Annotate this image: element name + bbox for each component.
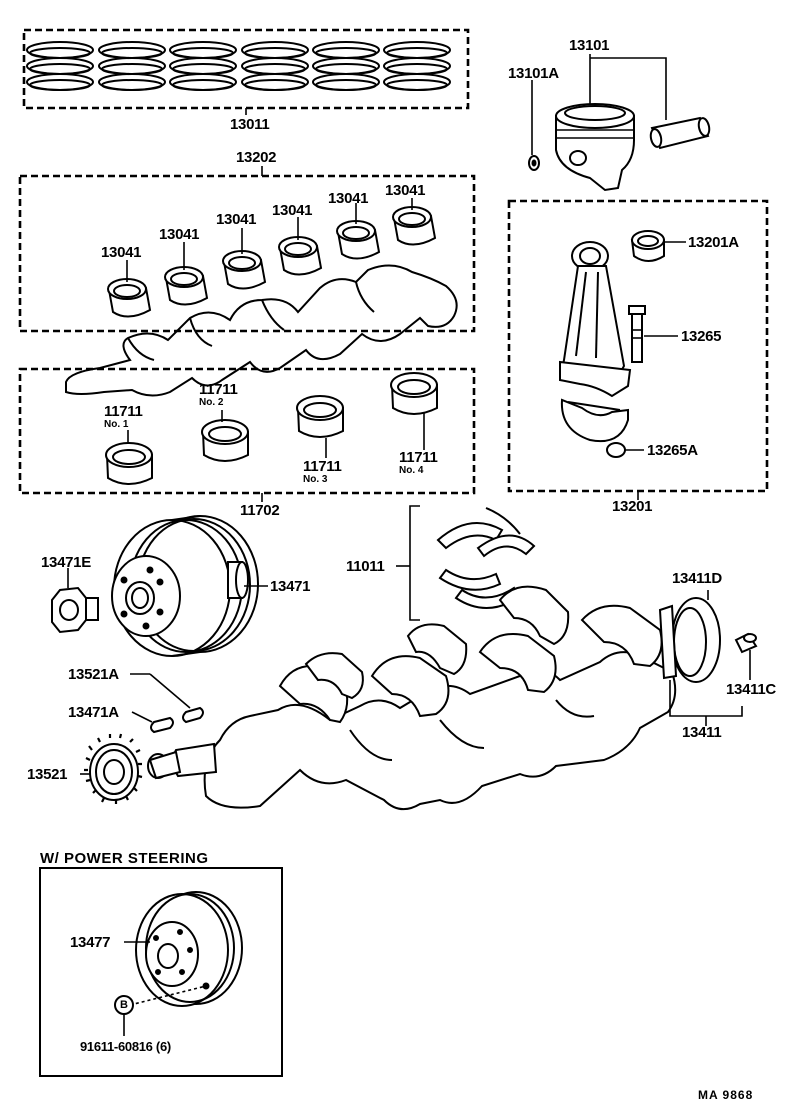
- label-main-bearing-4-sub: No. 4: [399, 465, 424, 476]
- label-rings: 13011: [230, 116, 270, 133]
- pulley-bolt-icon: [51, 586, 99, 634]
- label-bearing-rear: 13411D: [672, 570, 722, 587]
- label-rod-bearing-4: 13041: [272, 202, 313, 219]
- rod-cap-icon: [560, 398, 629, 442]
- label-upper-bearing-set: 13202: [236, 149, 277, 166]
- main-bearing-4-icon: [390, 372, 438, 415]
- rod-bearing-3-icon: [222, 250, 267, 290]
- piston-pin-icon: [649, 116, 711, 150]
- label-pulley: 13471: [270, 578, 311, 595]
- label-main-bearing-3-sub: No. 3: [303, 474, 328, 485]
- crankshaft-ghost-icon: [65, 264, 458, 397]
- label-gear-key: 13521A: [68, 666, 119, 683]
- label-main-bearing-set: 11702: [240, 502, 280, 519]
- main-bearing-3-icon: [296, 395, 344, 438]
- label-pulley-key: 13471A: [68, 704, 119, 721]
- label-rod-bearing-3: 13041: [216, 211, 257, 228]
- label-main-bearing-2-sub: No. 2: [199, 397, 224, 408]
- rod-nut-icon: [606, 442, 626, 458]
- pilot-bearing-icon: [734, 632, 758, 654]
- label-thrust-washers: 11011: [346, 558, 385, 575]
- label-piston-set: 13101: [569, 37, 610, 54]
- main-bearing-box: [18, 367, 476, 495]
- label-snap-ring: 13101A: [508, 65, 559, 82]
- label-main-bearing-2: 11711: [199, 381, 238, 398]
- main-bearing-2-icon: [201, 419, 249, 462]
- inset-title: W/ POWER STEERING: [40, 850, 209, 867]
- piston-rings-icon: [26, 41, 451, 91]
- crank-pulley-icon: [111, 515, 259, 657]
- label-main-bearing-1-sub: No. 1: [104, 419, 129, 430]
- label-rod-bushing: 13201A: [688, 234, 739, 251]
- label-rod-bolt: 13265: [681, 328, 722, 345]
- rod-bolt-icon: [628, 305, 646, 363]
- rod-bearing-2-icon: [164, 266, 209, 306]
- main-bearing-1-icon: [105, 442, 153, 485]
- ps-inset-box: [39, 867, 283, 1077]
- label-ps-bolt: 91611-60816 (6): [80, 1039, 171, 1054]
- label-rod-bearing-2: 13041: [159, 226, 200, 243]
- label-rod-nut: 13265A: [647, 442, 698, 459]
- ps-pulley-icon: [135, 891, 243, 1007]
- label-ps-pulley: 13477: [70, 934, 111, 951]
- bolt-code-circle: [114, 995, 134, 1015]
- label-main-bearing-1: 11711: [104, 403, 143, 420]
- label-bolt-code: B: [120, 999, 128, 1011]
- label-rod-bearing-5: 13041: [328, 190, 369, 207]
- rod-bearing-5-icon: [336, 220, 381, 260]
- figure-code: MA 9868: [698, 1088, 754, 1102]
- crankshaft-icon: [147, 585, 721, 811]
- rod-bushing-icon: [630, 230, 665, 262]
- rod-bearing-1-icon: [107, 278, 152, 318]
- rod-bearing-4-icon: [278, 236, 323, 276]
- upper-bearing-box: [18, 174, 476, 333]
- label-main-bearing-4: 11711: [399, 449, 438, 466]
- label-pilot-bearing: 13411C: [726, 681, 776, 698]
- connecting-rod-icon: [559, 241, 632, 398]
- label-crankshaft: 13411: [682, 724, 722, 741]
- label-main-bearing-3: 11711: [303, 458, 342, 475]
- pulley-key-icon: [150, 716, 174, 734]
- timing-gear-icon: [84, 733, 143, 804]
- label-timing-gear: 13521: [27, 766, 68, 783]
- snap-ring-icon: [528, 155, 540, 171]
- rod-bearing-6-icon: [392, 206, 437, 246]
- label-rod-bearing-1: 13041: [101, 244, 142, 261]
- label-pulley-bolt: 13471E: [41, 554, 91, 571]
- gear-key-icon: [182, 706, 204, 724]
- piston-icon: [555, 103, 635, 192]
- label-rod-assy: 13201: [612, 498, 653, 515]
- label-rod-bearing-6: 13041: [385, 182, 426, 199]
